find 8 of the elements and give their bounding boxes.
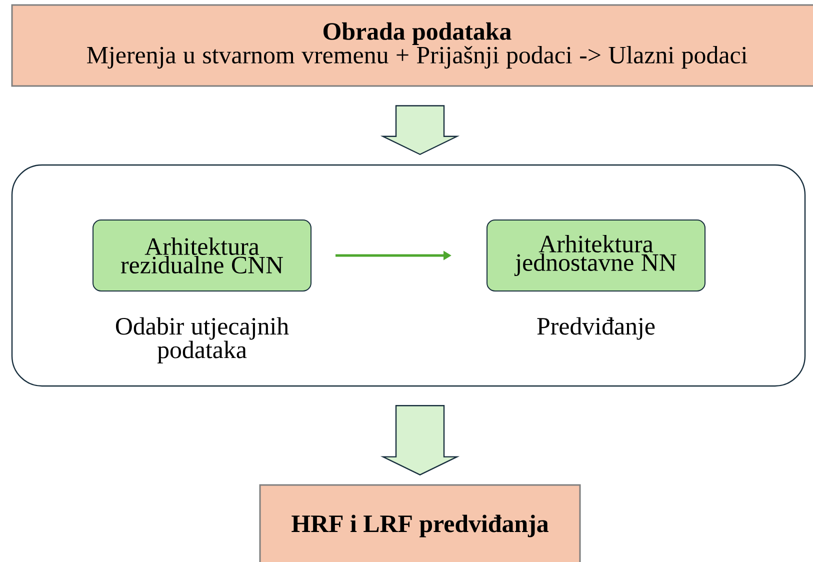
caption-text: Predviđanje <box>537 317 655 340</box>
process-box: HRF i LRF predviđanja <box>259 484 581 562</box>
process-box: Obrada podataka Mjerenja u stvarnom vremenu + Prijašnji podaci -> Ulazni podaci <box>11 4 813 87</box>
process-box: Arhitektura jednostavne NN <box>486 220 706 292</box>
block-arrow <box>380 405 460 476</box>
caption-text: Odabir utjecajnih podataka <box>116 317 289 364</box>
block-arrow <box>380 105 460 156</box>
process-box: Arhitektura rezidualne CNN <box>92 220 312 292</box>
